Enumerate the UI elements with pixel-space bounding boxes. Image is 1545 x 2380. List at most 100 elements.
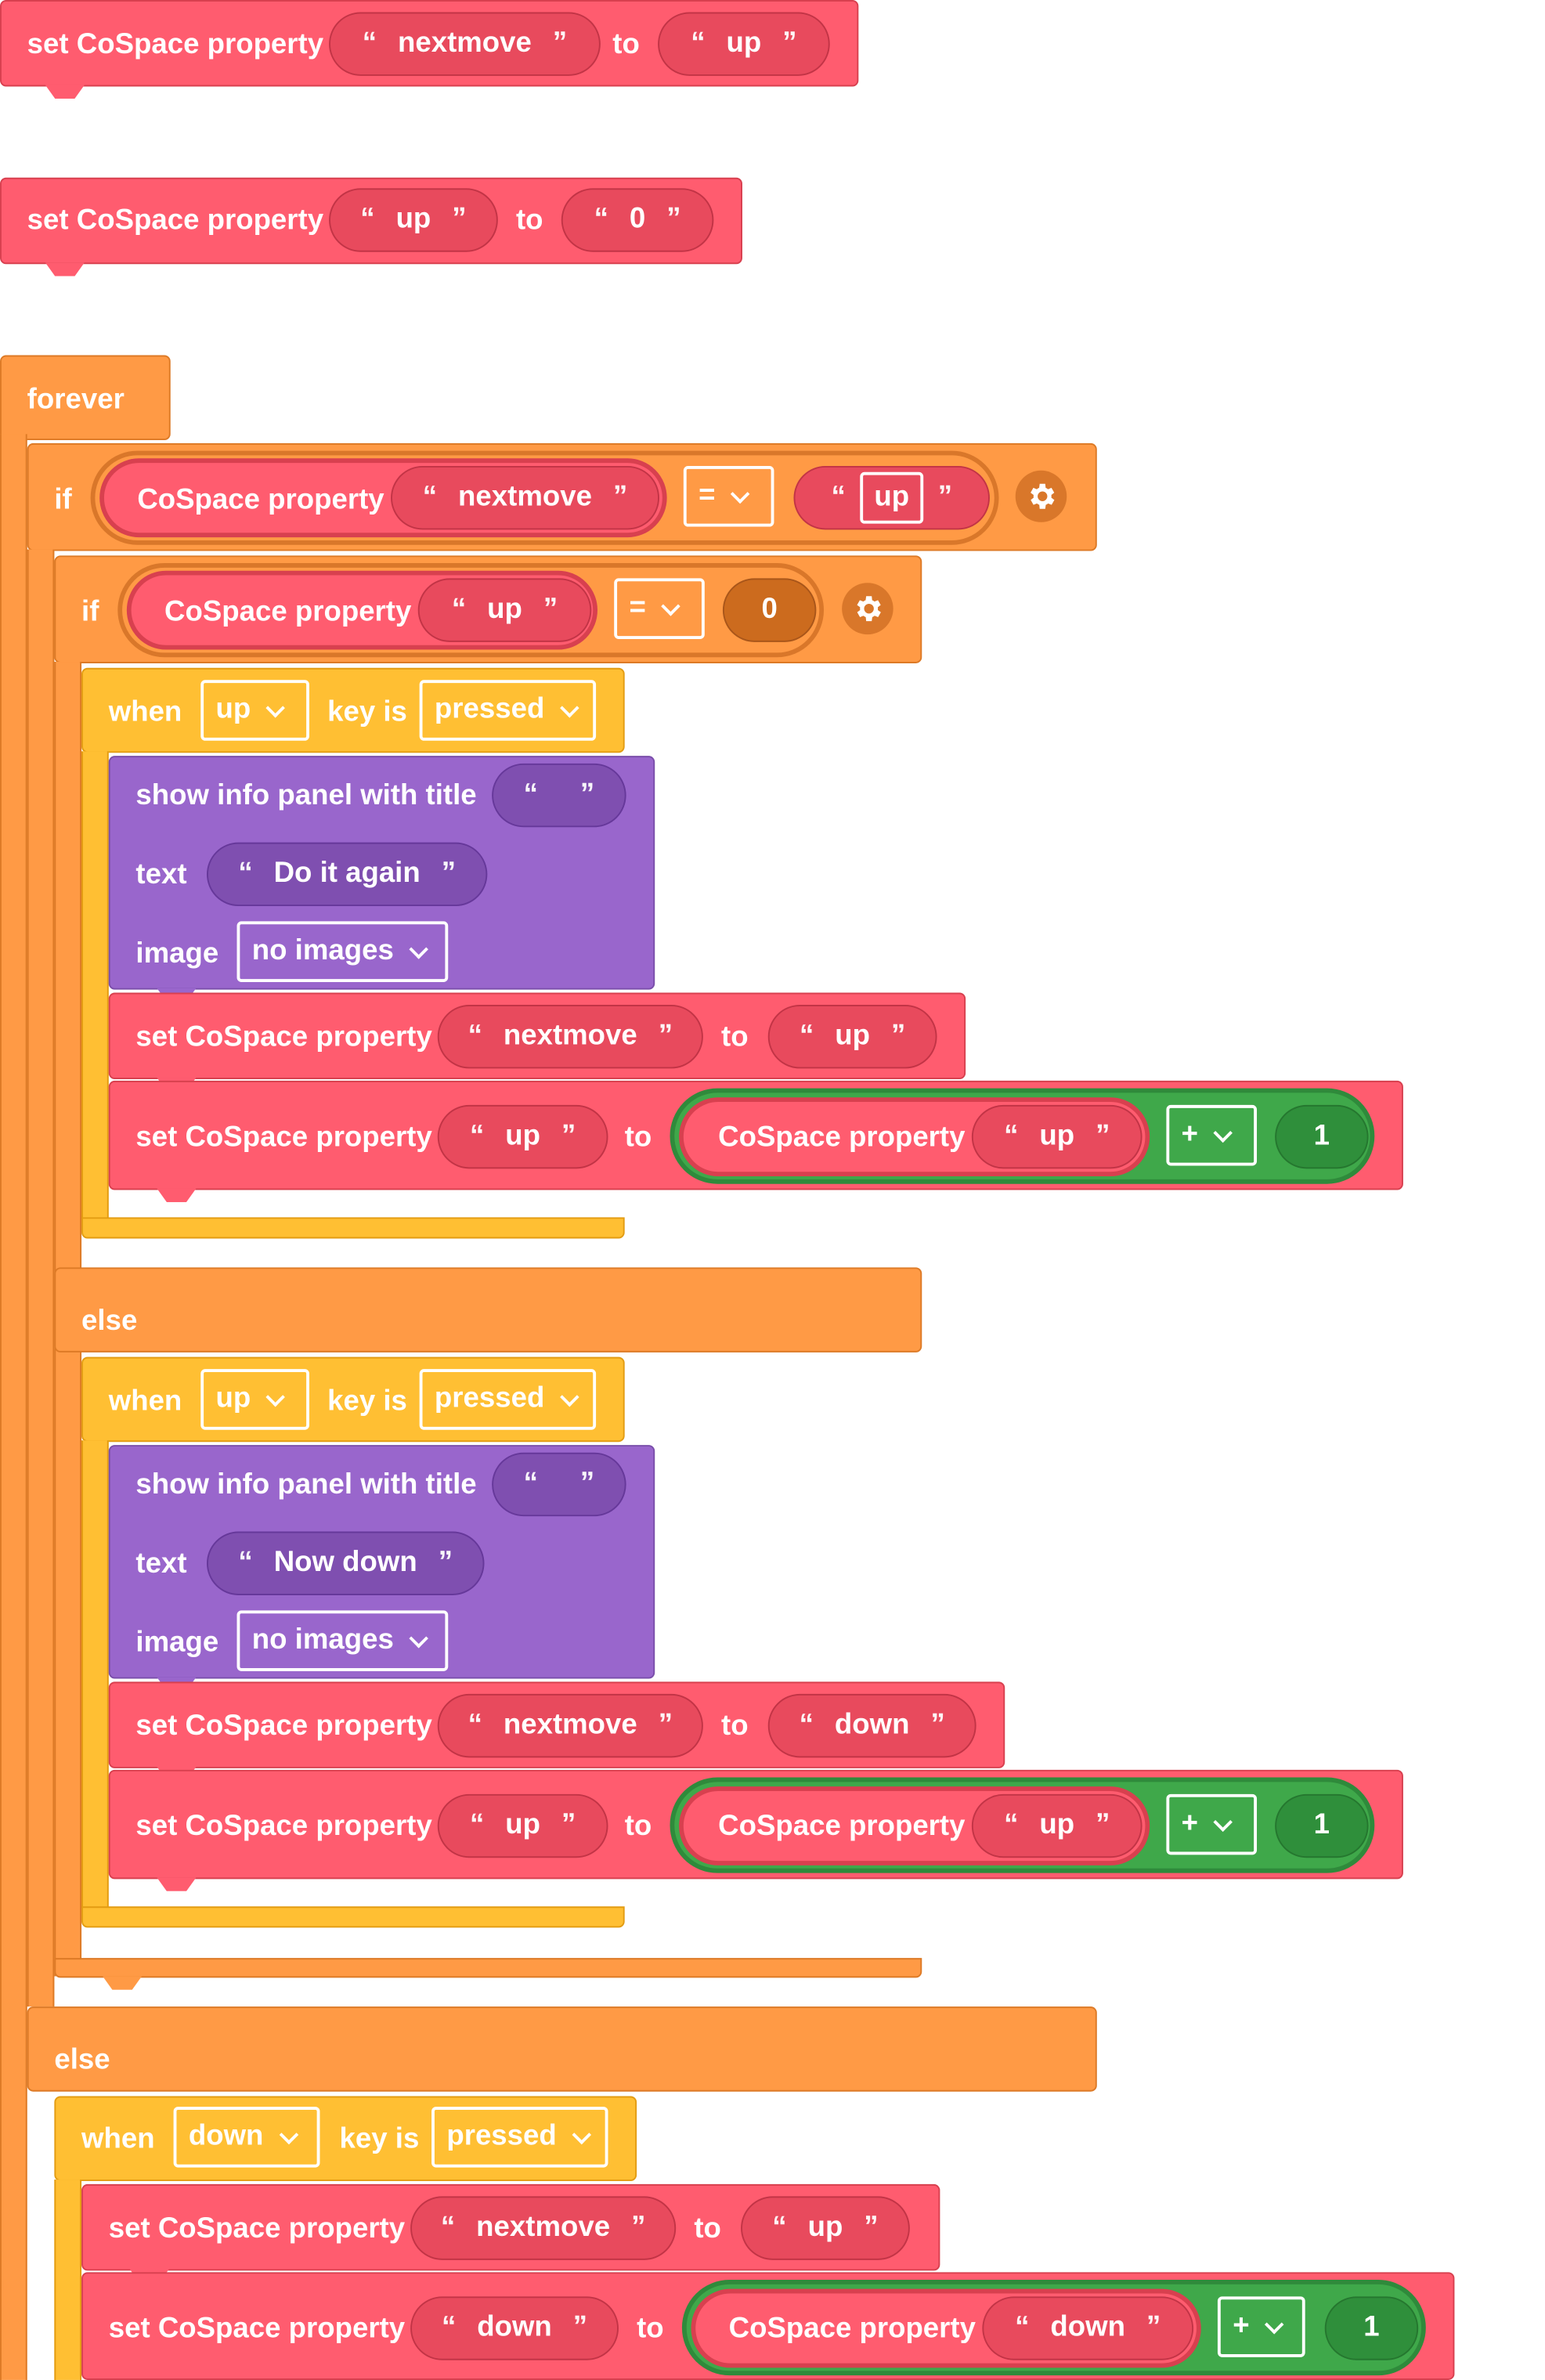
key-dropdown[interactable]: up <box>200 680 309 741</box>
number-input[interactable]: 1 <box>1275 1793 1369 1858</box>
forever-label: forever <box>27 384 125 417</box>
chevron-down-icon <box>572 2124 591 2144</box>
when-key-block[interactable] <box>54 2096 637 2182</box>
to-label: to <box>637 2313 664 2346</box>
when-label: when <box>81 2123 155 2156</box>
to-label: to <box>515 204 543 237</box>
else-label: else <box>81 1305 138 1338</box>
title-input[interactable]: “” <box>492 1452 626 1517</box>
key-is-label: key is <box>339 2123 420 2156</box>
set-label: set CoSpace property <box>27 204 324 237</box>
number-input[interactable]: 1 <box>1324 2296 1419 2360</box>
compare-block[interactable] <box>117 563 825 658</box>
set-label: set CoSpace property <box>108 2212 406 2245</box>
string-input[interactable]: “up” <box>971 1793 1143 1858</box>
key-is-label: key is <box>327 1385 407 1418</box>
gear-icon[interactable] <box>1015 470 1067 522</box>
chevron-down-icon <box>409 938 428 959</box>
pressed-dropdown[interactable]: pressed <box>419 680 597 741</box>
set-label: set CoSpace property <box>108 2313 406 2346</box>
string-input[interactable]: “nextmove” <box>410 2196 677 2260</box>
chevron-down-icon <box>409 1627 428 1648</box>
pressed-dropdown[interactable]: pressed <box>419 1369 597 1430</box>
string-input[interactable]: “down” <box>767 1693 976 1758</box>
string-input[interactable]: “up” <box>971 1104 1143 1169</box>
string-input[interactable]: “down” <box>410 2296 619 2360</box>
else-label: else <box>54 2044 110 2077</box>
image-label: image <box>135 1627 219 1659</box>
string-input[interactable]: “up” <box>793 465 990 530</box>
set-label: set CoSpace property <box>135 1121 432 1154</box>
string-input[interactable]: “nextmove” <box>437 1005 703 1069</box>
operator-dropdown[interactable]: + <box>1166 1793 1258 1855</box>
if-label: if <box>54 484 72 516</box>
to-label: to <box>624 1121 652 1154</box>
to-label: to <box>721 1710 749 1743</box>
get-label: CoSpace property <box>164 596 412 629</box>
string-input[interactable]: “up” <box>437 1793 608 1858</box>
operator-dropdown[interactable]: = <box>614 578 705 639</box>
text-label: text <box>135 858 187 891</box>
set-label: set CoSpace property <box>135 1710 432 1743</box>
compare-block[interactable] <box>90 450 999 545</box>
get-label: CoSpace property <box>728 2313 976 2346</box>
get-label: CoSpace property <box>718 1811 966 1843</box>
to-label: to <box>721 1021 749 1054</box>
title-input[interactable]: “” <box>492 763 626 828</box>
gear-icon[interactable] <box>842 583 893 635</box>
chevron-down-icon <box>1265 2313 1284 2334</box>
text-input[interactable]: “Now down” <box>206 1531 485 1595</box>
chevron-down-icon <box>559 1386 579 1407</box>
string-input[interactable]: “nextmove” <box>391 465 660 530</box>
string-input[interactable]: “nextmove” <box>437 1693 703 1758</box>
number-input[interactable]: 1 <box>1275 1104 1369 1169</box>
to-label: to <box>612 28 640 61</box>
chevron-down-icon <box>559 697 579 717</box>
get-label: CoSpace property <box>718 1121 966 1154</box>
string-input[interactable]: “up” <box>417 578 592 642</box>
else-block <box>27 2006 1097 2092</box>
key-dropdown[interactable]: up <box>200 1369 309 1430</box>
set-label: set CoSpace property <box>135 1811 432 1843</box>
operator-dropdown[interactable]: = <box>683 465 774 527</box>
chevron-down-icon <box>661 595 680 616</box>
operator-dropdown[interactable]: + <box>1217 2296 1305 2357</box>
key-dropdown[interactable]: down <box>173 2107 320 2168</box>
string-input[interactable]: “down” <box>982 2296 1194 2360</box>
chevron-down-icon <box>1213 1811 1233 1832</box>
when-label: when <box>108 1385 182 1418</box>
text-input[interactable]: “Do it again” <box>206 842 488 907</box>
show-info-label: show info panel with title <box>135 780 477 812</box>
image-dropdown[interactable]: no images <box>236 921 449 982</box>
forever-block[interactable] <box>0 355 171 441</box>
image-dropdown[interactable]: no images <box>236 1610 449 1671</box>
operator-dropdown[interactable]: + <box>1166 1104 1258 1166</box>
set-label: set CoSpace property <box>27 28 324 61</box>
else-block <box>54 1267 922 1353</box>
chevron-down-icon <box>1213 1122 1233 1143</box>
text-label: text <box>135 1548 187 1580</box>
to-label: to <box>624 1811 652 1843</box>
string-input[interactable]: “up” <box>767 1005 937 1069</box>
string-input[interactable]: “up” <box>437 1104 608 1169</box>
chevron-down-icon <box>278 2124 298 2144</box>
chevron-down-icon <box>731 483 750 504</box>
chevron-down-icon <box>265 1386 286 1407</box>
number-input[interactable]: 0 <box>722 578 817 642</box>
string-input[interactable]: “up” <box>658 12 830 76</box>
pressed-dropdown[interactable]: pressed <box>431 2107 608 2168</box>
show-info-label: show info panel with title <box>135 1469 477 1501</box>
string-input[interactable]: “0” <box>561 188 714 252</box>
if-label: if <box>81 596 99 629</box>
set-label: set CoSpace property <box>135 1021 432 1054</box>
chevron-down-icon <box>265 697 286 717</box>
key-is-label: key is <box>327 696 407 729</box>
get-label: CoSpace property <box>137 484 384 516</box>
image-label: image <box>135 937 219 970</box>
string-input[interactable]: “nextmove” <box>329 12 601 76</box>
to-label: to <box>694 2212 721 2245</box>
string-input[interactable]: “up” <box>329 188 498 252</box>
when-label: when <box>108 696 182 729</box>
string-input[interactable]: “up” <box>741 2196 910 2260</box>
